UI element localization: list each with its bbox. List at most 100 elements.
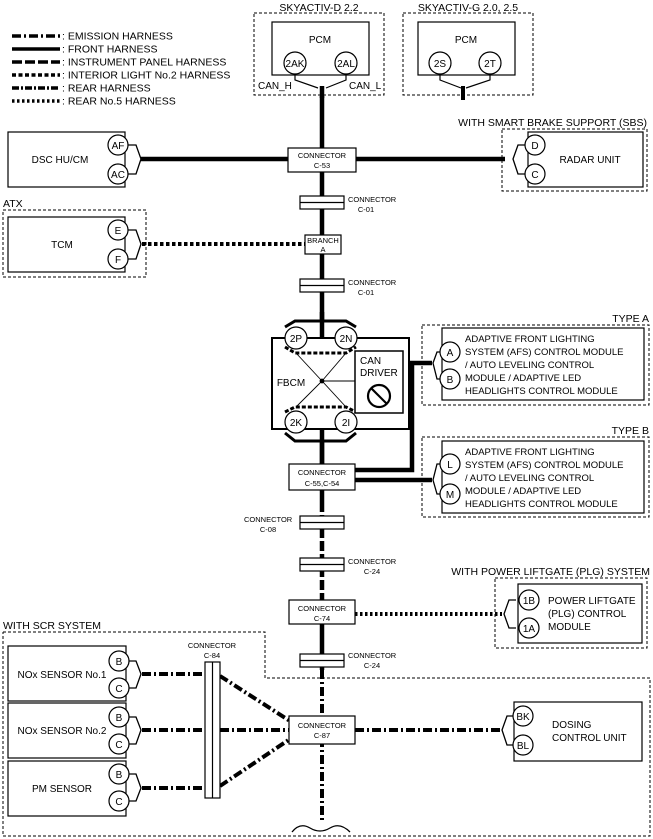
nox1-box <box>7 645 127 702</box>
c08-label-2: C-08 <box>260 525 276 534</box>
c74-label-1: CONNECTOR <box>298 604 347 613</box>
pin-c-nox1: C <box>115 684 122 695</box>
c55-label-1: CONNECTOR <box>298 468 347 477</box>
type-b-title: TYPE B <box>612 425 649 437</box>
tcm-box <box>7 216 126 273</box>
c24b-label-1: CONNECTOR <box>348 651 397 660</box>
emission-harness-wires <box>142 670 500 820</box>
pin-2i: 2I <box>342 418 350 429</box>
pin-2s: 2S <box>434 59 447 70</box>
can-h-label: CAN_H <box>258 81 292 92</box>
pin-1b: 1B <box>523 596 536 607</box>
can-driver-box <box>354 350 404 414</box>
svg-text:CONTROL UNIT: CONTROL UNIT <box>552 733 627 744</box>
can-l-label: CAN_L <box>349 81 382 92</box>
pin-2n: 2N <box>340 334 353 345</box>
legend-front-label: : FRONT HARNESS <box>62 44 157 56</box>
pin-a: A <box>447 348 454 359</box>
svg-text:/ AUTO LEVELING CONTROL: / AUTO LEVELING CONTROL <box>465 473 594 484</box>
afs-a-label: ADAPTIVE FRONT LIGHTING SYSTEM (AFS) CON… <box>465 334 624 397</box>
legend-emission-label: : EMISSION HARNESS <box>62 31 173 43</box>
plg-frame <box>494 577 648 649</box>
atx-frame <box>2 209 147 278</box>
pcm-d-label: PCM <box>309 35 331 46</box>
svg-text:MODULE / ADAPTIVE LED: MODULE / ADAPTIVE LED <box>465 373 581 384</box>
skyactiv-d-title: SKYACTIV-D 2.2 <box>279 2 358 14</box>
connector-split-lines <box>211 201 344 798</box>
c01b-label-1: CONNECTOR <box>348 278 397 287</box>
sbs-title: WITH SMART BRAKE SUPPORT (SBS) <box>458 117 647 129</box>
pin-c-radar: C <box>531 170 538 181</box>
svg-text:/ AUTO LEVELING CONTROL: / AUTO LEVELING CONTROL <box>465 360 594 371</box>
pin-bl: BL <box>517 741 530 752</box>
option-group-frames <box>2 12 651 837</box>
pin-2k: 2K <box>290 418 303 429</box>
radar-label: RADAR UNIT <box>559 155 620 166</box>
c01a-label-2: C-01 <box>358 205 374 214</box>
legend: : EMISSION HARNESS : FRONT HARNESS : INS… <box>12 31 230 108</box>
tcm-label: TCM <box>51 240 73 251</box>
skyactiv-d-frame <box>253 12 385 96</box>
type-b-frame <box>421 436 650 518</box>
plg-label: POWER LIFTGATE (PLG) CONTROL MODULE <box>548 596 636 633</box>
connector-c74 <box>288 599 356 625</box>
fbcm-label: FBCM <box>277 378 305 389</box>
c84-label-1: CONNECTOR <box>188 641 237 650</box>
pin-b-pm: B <box>116 770 123 781</box>
legend-rear-label: : REAR HARNESS <box>62 83 151 95</box>
connector-c87 <box>288 715 356 745</box>
svg-text:ADAPTIVE FRONT LIGHTING: ADAPTIVE FRONT LIGHTING <box>465 334 595 345</box>
svg-text:MODULE: MODULE <box>548 622 591 633</box>
skyactiv-g-frame <box>402 12 534 96</box>
c08-label-1: CONNECTOR <box>244 515 293 524</box>
pin-b-afs: B <box>447 375 454 386</box>
pin-circles <box>107 51 546 812</box>
afs-a-box <box>441 327 645 401</box>
legend-instrument-label: : INSTRUMENT PANEL HARNESS <box>62 57 226 69</box>
svg-text:HEADLIGHTS CONTROL MODULE: HEADLIGHTS CONTROL MODULE <box>465 386 618 397</box>
branch-label-2: A <box>320 245 325 254</box>
type-a-title: TYPE A <box>612 313 649 325</box>
pin-brackets <box>128 144 526 802</box>
dsc-label: DSC HU/CM <box>32 155 89 166</box>
radar-box <box>527 131 644 188</box>
pin-d: D <box>531 141 538 152</box>
svg-text:POWER LIFTGATE: POWER LIFTGATE <box>548 596 636 607</box>
c01a-label-1: CONNECTOR <box>348 195 397 204</box>
plg-box <box>517 583 643 644</box>
pin-b-nox2: B <box>116 713 123 724</box>
atx-title: ATX <box>3 198 23 210</box>
pin-e: E <box>115 226 122 237</box>
pm-box <box>7 760 127 817</box>
afs-b-label: ADAPTIVE FRONT LIGHTING SYSTEM (AFS) CON… <box>465 447 624 510</box>
plg-title: WITH POWER LIFTGATE (PLG) SYSTEM <box>451 566 650 578</box>
prohibited-icon <box>366 383 392 409</box>
c87-label-2: C-87 <box>314 731 330 740</box>
branch-a <box>304 234 342 255</box>
nox2-box <box>7 702 127 759</box>
svg-text:MODULE / ADAPTIVE LED: MODULE / ADAPTIVE LED <box>465 486 581 497</box>
pm-label: PM SENSOR <box>32 784 92 795</box>
pin-2ak: 2AK <box>286 59 305 70</box>
skyactiv-g-title: SKYACTIV-G 2.0, 2.5 <box>418 2 518 14</box>
branch-label-1: BRANCH <box>307 236 339 245</box>
c01b-label-2: C-01 <box>358 288 374 297</box>
svg-text:HEADLIGHTS CONTROL MODULE: HEADLIGHTS CONTROL MODULE <box>465 499 618 510</box>
can-driver-label-2: DRIVER <box>360 368 398 379</box>
svg-text:ADAPTIVE FRONT LIGHTING: ADAPTIVE FRONT LIGHTING <box>465 447 595 458</box>
pin-2al: 2AL <box>337 59 355 70</box>
c53-label-1: CONNECTOR <box>298 151 347 160</box>
svg-text:DOSING: DOSING <box>552 720 592 731</box>
c24b-label-2: C-24 <box>364 661 380 670</box>
pcm-d-leads <box>294 75 491 89</box>
pin-f: F <box>115 255 121 266</box>
pin-b-nox1: B <box>116 657 123 668</box>
c87-label-1: CONNECTOR <box>298 721 347 730</box>
pin-l: L <box>447 460 453 471</box>
pin-2t: 2T <box>484 59 496 70</box>
c74-label-2: C-74 <box>314 614 330 623</box>
nox1-label: NOx SENSOR No.1 <box>18 670 107 681</box>
wire-break-symbol <box>291 825 351 833</box>
svg-text:SYSTEM (AFS) CONTROL MODULE: SYSTEM (AFS) CONTROL MODULE <box>465 460 624 471</box>
